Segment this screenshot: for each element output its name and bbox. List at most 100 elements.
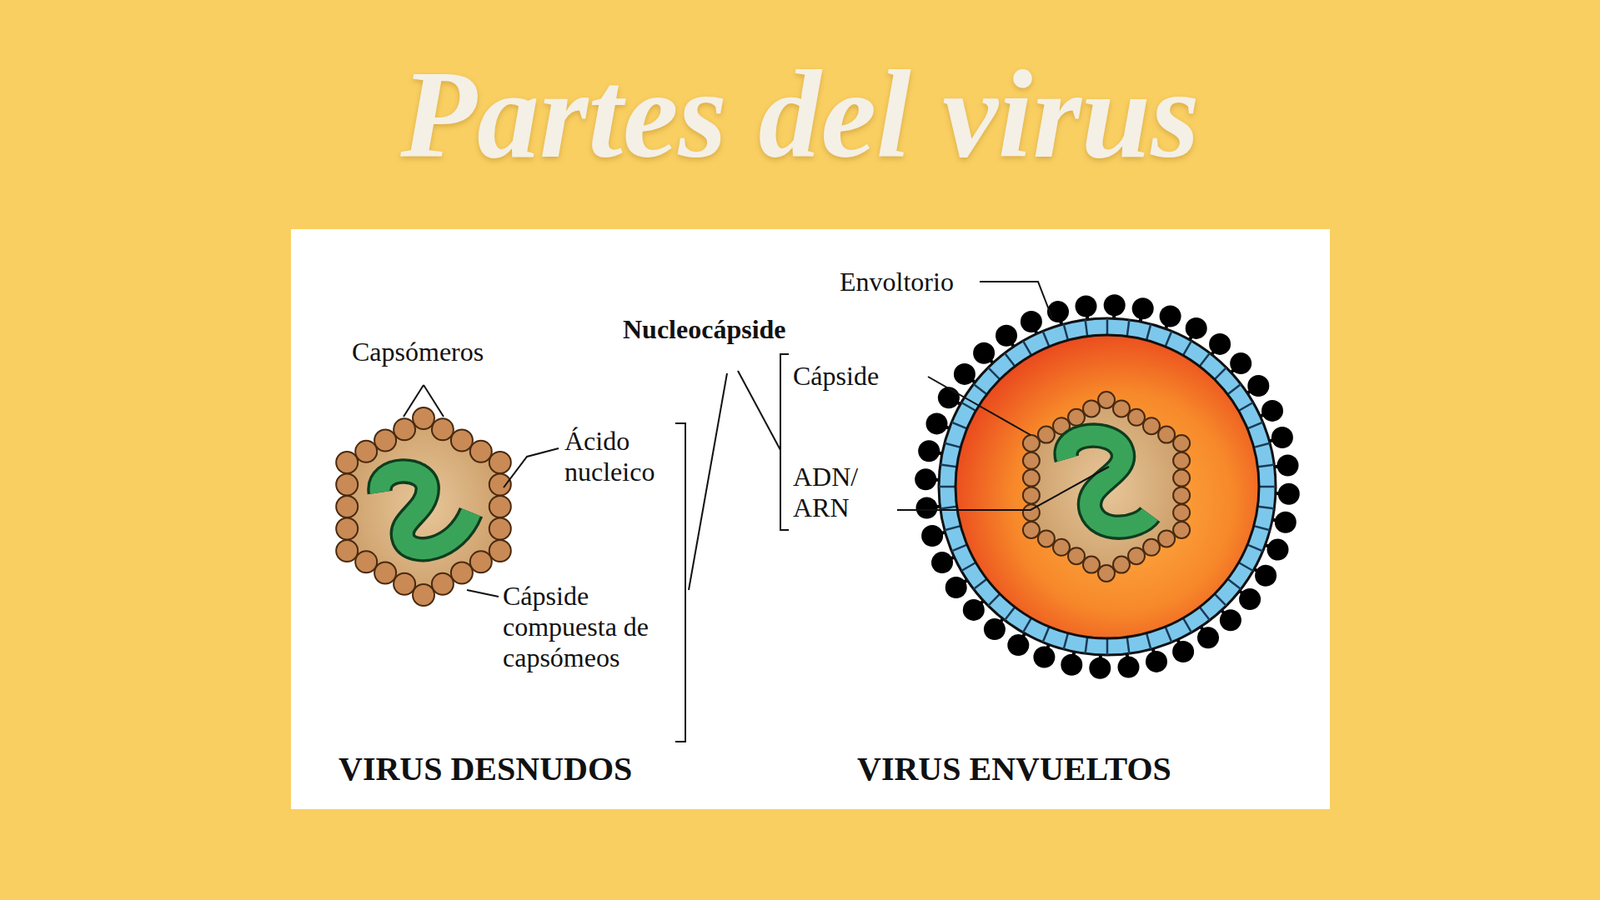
capsomere [1023, 521, 1040, 539]
capsid-hexagon [346, 418, 501, 596]
spike [1247, 375, 1269, 397]
capsomere [470, 441, 492, 463]
envelope-tick [1085, 320, 1089, 337]
capsomere [1128, 547, 1145, 565]
spike [916, 497, 938, 520]
envelope-tick [1043, 626, 1050, 643]
envelope-tick [1004, 353, 1015, 367]
envelope-tick [940, 506, 958, 510]
spike [1229, 352, 1252, 375]
capsomere [1113, 556, 1130, 574]
spike [1278, 483, 1300, 506]
envelope-tick [1253, 526, 1270, 531]
envelope-tick [1063, 324, 1069, 341]
capsomere [489, 540, 512, 562]
envelope-tick [1257, 465, 1274, 468]
spike [917, 440, 940, 462]
envelope-tick [938, 486, 956, 489]
capsomere [489, 518, 512, 541]
envelope-tick [1165, 626, 1173, 643]
capsomere [1053, 539, 1070, 557]
envelope-interior [955, 335, 1259, 639]
envelope-tick [1183, 341, 1192, 356]
spike [1261, 400, 1284, 422]
capsomere [451, 430, 473, 452]
capsomere [336, 451, 358, 474]
page-title: Partes del virus [0, 51, 1600, 177]
part-label: Capsómeros [351, 336, 484, 368]
spike [1060, 654, 1083, 677]
capsomere [1173, 435, 1190, 452]
capsomere [1158, 530, 1175, 547]
envelope-tick [940, 465, 958, 468]
capsomere [1173, 504, 1190, 522]
capsomere [1083, 400, 1100, 417]
part-label: Ácido nucleico [564, 426, 682, 488]
envelope-tick [1146, 633, 1151, 650]
capsomere [1113, 400, 1130, 417]
spike [1132, 297, 1154, 320]
spike [1020, 310, 1043, 333]
capsomere [336, 518, 358, 541]
spike [1145, 651, 1168, 673]
capsomere [489, 451, 512, 474]
spike [1274, 511, 1297, 534]
envelope-tick [1063, 633, 1069, 650]
capsomere [393, 418, 416, 441]
envelope-tick [1247, 422, 1264, 430]
spike [1238, 588, 1261, 611]
spike [953, 363, 976, 386]
envelope-ring [938, 318, 1276, 656]
capsomere [1023, 435, 1040, 452]
spike [1075, 295, 1098, 318]
envelope-tick [1253, 443, 1270, 448]
envelope-tick [951, 422, 968, 430]
envelope-tick [1238, 562, 1254, 572]
envelope-tick [1199, 606, 1210, 621]
nucleic-acid [379, 471, 472, 550]
envelope-tick [951, 545, 968, 552]
spike [973, 342, 995, 365]
spike [1118, 657, 1140, 679]
spike [921, 525, 943, 547]
capsomere [374, 562, 397, 585]
capsomere [1038, 530, 1055, 547]
envelope-tick [1258, 486, 1276, 489]
envelope-tick [973, 384, 988, 395]
capsomere [1068, 409, 1085, 427]
capsomere [412, 407, 435, 430]
capsomere [412, 584, 435, 607]
capsomeres [336, 407, 512, 607]
spike [1185, 317, 1208, 340]
capsomere [431, 418, 454, 441]
capsid-hexagon [1031, 400, 1182, 574]
capsomere [1098, 565, 1115, 582]
envelope-tick [1127, 320, 1130, 337]
spike [937, 386, 960, 409]
spike [1172, 641, 1194, 663]
envelope-tick [988, 367, 1000, 380]
capsomere [355, 441, 377, 463]
capsomere [451, 562, 473, 585]
envelope-tick [973, 579, 988, 590]
capsomere [1173, 470, 1190, 487]
envelope-tick [1043, 331, 1050, 347]
envelope-tick [1214, 367, 1227, 380]
spike [926, 412, 948, 435]
spike [1267, 539, 1290, 562]
capsomere [1128, 409, 1145, 427]
envelope-tick [961, 402, 976, 412]
part-label: Cápside compuesta de capsómeos [502, 581, 652, 674]
spike [1033, 647, 1055, 669]
capsomere [431, 573, 454, 596]
envelope-tick [1227, 579, 1241, 590]
spike [931, 551, 953, 574]
spike [945, 576, 968, 599]
capsomere [374, 430, 397, 452]
capsomere [1173, 521, 1190, 539]
envelope-tick [1165, 331, 1173, 347]
spike [1088, 657, 1111, 680]
capsomere [336, 540, 358, 562]
envelope-tick [944, 526, 961, 531]
capsid-capsomeres [1023, 391, 1190, 582]
